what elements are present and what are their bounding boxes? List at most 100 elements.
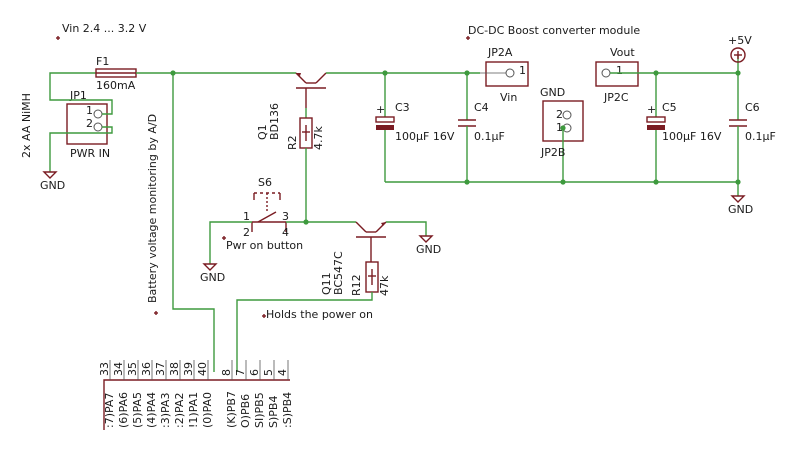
- mcu-body-outline: [103, 379, 290, 430]
- c6-name: C6: [745, 101, 760, 114]
- c4-value: 0.1µF: [474, 130, 505, 143]
- jp1-pin2-dot: [93, 122, 103, 132]
- mcu-pin-number: 38: [168, 362, 181, 376]
- jp2b-pin2-dot: [562, 110, 572, 120]
- mcu-pin-number: 37: [154, 362, 167, 376]
- c6-value: 0.1µF: [745, 130, 776, 143]
- vout-label: Vout: [610, 46, 635, 59]
- mcu-pin-number: 4: [276, 369, 289, 376]
- gnd-symbol-switch: [202, 263, 218, 271]
- jp2b-name: JP2B: [540, 146, 565, 159]
- gnd-label-jp1: GND: [40, 179, 65, 192]
- vin-range-label: Vin 2.4 ... 3.2 V: [62, 22, 147, 35]
- transistor-q11: [355, 221, 387, 262]
- gnd-label-q11: GND: [416, 243, 441, 256]
- mcu-pin-label: (0)PA0: [201, 392, 214, 428]
- switch-s6: [251, 192, 287, 232]
- q11-value: BC547C: [332, 251, 345, 295]
- capacitor-c5-plate-bottom: [647, 125, 665, 130]
- battery-monitor-label: Battery voltage monitoring by A/D: [146, 114, 159, 303]
- jp2c-name: JP2C: [603, 91, 629, 104]
- s6-name: S6: [258, 176, 272, 189]
- gnd-symbol-jp1: [42, 171, 58, 179]
- mcu-pin-label: :S)PB4: [281, 392, 294, 428]
- capacitor-c3-plate-bottom: [376, 125, 394, 130]
- wire-battery-monitor: [172, 73, 215, 372]
- holds-power-label: Holds the power on: [266, 308, 373, 321]
- jp2a-name: JP2A: [487, 46, 513, 59]
- mcu-pin-label: (5)PA5: [131, 392, 144, 428]
- s6-pin1: 1: [243, 210, 250, 223]
- jp2b-gnd-label: GND: [540, 86, 565, 99]
- jp2c-body: [595, 61, 639, 87]
- r12-value: 47k: [378, 275, 391, 296]
- mcu-pin-number: 5: [262, 369, 275, 376]
- jp1-pin1-number: 1: [86, 104, 93, 117]
- mcu-pin-label: (K)PB7: [225, 391, 238, 428]
- capacitor-c3-plate-top: [375, 116, 395, 123]
- jp1-desc: PWR IN: [70, 147, 110, 160]
- wire-r12-to-pb6: [236, 292, 373, 372]
- r12-name: R12: [350, 274, 363, 296]
- jp2b-pin2-number: 2: [556, 108, 563, 121]
- gnd-symbol-right: [730, 195, 746, 203]
- wire-s6-to-gnd: [209, 221, 252, 264]
- svg-text:+: +: [376, 103, 385, 116]
- mcu-pin-label: :2)PA2: [173, 393, 186, 428]
- mcu-pin-number: 33: [98, 362, 111, 376]
- mcu-pin-number: 34: [112, 362, 125, 376]
- mcu-pin-label: (4)PA4: [145, 392, 158, 428]
- s6-pin4: 4: [282, 226, 289, 239]
- transistor-q1: [295, 72, 327, 108]
- supply-5v-symbol: [730, 47, 746, 63]
- jp2b-pin1-number: 1: [556, 121, 563, 134]
- jp1-pin2-number: 2: [86, 117, 93, 130]
- mcu-pin-label: O)PB6: [239, 394, 252, 428]
- gnd-symbol-q11: [418, 235, 434, 243]
- mcu-pin-label: !1)PA1: [187, 392, 200, 428]
- mcu-pin-label: :7)PA7: [103, 393, 116, 428]
- jp2a-desc: Vin: [500, 91, 517, 104]
- capacitor-c5-plate-top: [646, 116, 666, 123]
- gnd-label-right: GND: [728, 203, 753, 216]
- jp2a-pin-dot: [505, 68, 515, 78]
- mcu-pin-label: SI)PB5: [253, 392, 266, 428]
- q11-name: Q11: [320, 272, 333, 295]
- f1-name: F1: [96, 55, 109, 68]
- s6-label: Pwr on button: [226, 239, 303, 252]
- jp1-name: JP1: [69, 89, 87, 102]
- wire-jp1-to-fuse: [49, 72, 113, 115]
- jp1-body: [66, 103, 108, 145]
- c3-value: 100µF 16V: [395, 130, 455, 143]
- mcu-pin-group: 33:7)PA734(6)PA635(5)PA536(4)PA437:3)PA3…: [98, 360, 294, 428]
- c3-name: C3: [395, 101, 410, 114]
- jp2c-pin-dot: [601, 68, 611, 78]
- mcu-pin-label: (6)PA6: [117, 392, 130, 428]
- c5-name: C5: [662, 101, 677, 114]
- svg-text:+: +: [647, 103, 656, 116]
- mcu-pin-number: 36: [140, 362, 153, 376]
- mcu-pin-label: :3)PA3: [159, 393, 172, 428]
- jp2c-pin-number: 1: [616, 64, 623, 77]
- jp2a-pin-number: 1: [519, 64, 526, 77]
- jp2a-body: [485, 61, 529, 87]
- c4-name: C4: [474, 101, 489, 114]
- gnd-label-switch: GND: [200, 271, 225, 284]
- f1-value: 160mA: [96, 79, 136, 92]
- s6-pin2: 2: [243, 226, 250, 239]
- mcu-pin-number: 39: [182, 362, 195, 376]
- mcu-pin-number: 40: [196, 362, 209, 376]
- wire-jp1-to-gnd: [49, 126, 113, 172]
- mcu-pin-label: S)PB4: [267, 396, 280, 428]
- q1-name: Q1: [256, 124, 269, 140]
- s6-pin3: 3: [282, 210, 289, 223]
- module-title: DC-DC Boost converter module: [468, 24, 640, 37]
- c5-value: 100µF 16V: [662, 130, 722, 143]
- r2-name: R2: [286, 135, 299, 150]
- supply-5v-label: +5V: [728, 34, 752, 47]
- mcu-pin-number: 8: [220, 369, 233, 376]
- mcu-pin-number: 6: [248, 369, 261, 376]
- mcu-pin-number: 7: [234, 369, 247, 376]
- jp1-pin1-dot: [93, 109, 103, 119]
